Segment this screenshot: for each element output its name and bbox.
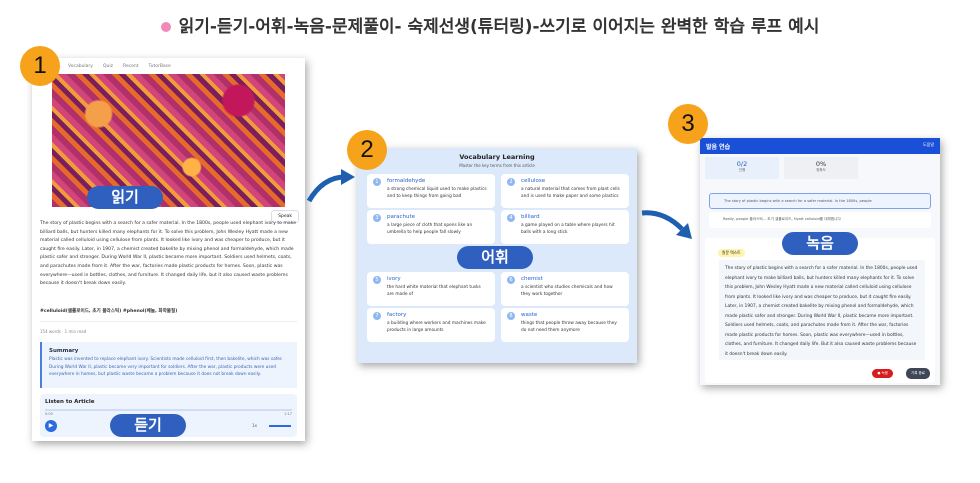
number-badge: 7 bbox=[373, 312, 381, 320]
arrow-icon bbox=[306, 169, 355, 203]
article-meta: 154 words · 1 min read bbox=[40, 329, 87, 334]
sentence-item[interactable]: The story of plastic begins with a searc… bbox=[709, 193, 931, 209]
stat-accuracy: 0% 정확도 bbox=[784, 157, 858, 179]
vocab-card[interactable]: 8 waste things that people throw away beca… bbox=[501, 308, 629, 342]
page-title: 읽기-듣기-어휘-녹음-문제풀이- 숙제선생(튜터링)-쓰기로 이어지는 완벽한… bbox=[0, 12, 980, 37]
vocab-definition: a strong chemical liquid used to make pl… bbox=[387, 187, 487, 199]
vocab-definition: a natural material that comes from plant… bbox=[521, 187, 620, 199]
nav-vocabulary[interactable]: Vocabulary bbox=[68, 64, 93, 69]
vocab-card[interactable]: 1 formaldehyde a strong chemical liquid us… bbox=[367, 174, 495, 208]
nav-tutorbase[interactable]: TutorBase bbox=[148, 64, 171, 69]
vocab-word: factory bbox=[387, 312, 407, 318]
pronunciation-header: 발음 연습 도움말 bbox=[700, 138, 940, 154]
article-text: The story of plastic begins with a searc… bbox=[40, 221, 297, 287]
vocab-card[interactable]: 2 cellulose a natural material that comes … bbox=[501, 174, 629, 208]
arrow-icon bbox=[641, 210, 692, 239]
vocab-definition: a game played on a table where players h… bbox=[521, 223, 615, 235]
nav-quiz[interactable]: Quiz bbox=[102, 64, 113, 69]
passage-text: The story of plastic begins with a searc… bbox=[719, 260, 925, 360]
time-start: 0:00 bbox=[45, 412, 53, 416]
summary-text: Plastic was invented to replace elephant… bbox=[49, 357, 283, 377]
top-nav: Vocabulary Quiz Recent TutorBase bbox=[68, 63, 171, 70]
sentence-item[interactable]: Really, people 플라스틱... 초기 셀룰로이드, Hyatt c… bbox=[709, 212, 931, 228]
vocab-subtitle: Master the key terms from this article bbox=[459, 163, 535, 168]
help-link[interactable]: 도움말 bbox=[922, 142, 934, 147]
vocab-definition: the hard white material that elephant tu… bbox=[387, 285, 481, 297]
pronunciation-panel: 발음 연습 도움말 0/2 진행 0% 정확도 The story of pla… bbox=[700, 138, 940, 385]
time-end: 1:17 bbox=[284, 412, 292, 416]
number-badge: 4 bbox=[507, 214, 515, 222]
record-button[interactable]: ● 녹음 bbox=[872, 369, 893, 378]
divider bbox=[40, 321, 297, 322]
vocab-card[interactable]: 5 ivory the hard white material that eleph… bbox=[367, 272, 495, 306]
vocab-definition: things that people throw away because th… bbox=[521, 321, 617, 333]
vocabulary-label: 어휘 bbox=[457, 246, 533, 269]
recording-label: 녹음 bbox=[782, 232, 858, 255]
vocab-word: chemist bbox=[521, 276, 543, 282]
vocab-card[interactable]: 4 billiard a game played on a table where … bbox=[501, 210, 629, 244]
page-title-text: 읽기-듣기-어휘-녹음-문제풀이- 숙제선생(튜터링)-쓰기로 이어지는 완벽한… bbox=[178, 17, 820, 37]
vocab-definition: a building where workers and machines ma… bbox=[387, 321, 486, 333]
vocab-card[interactable]: 6 chemist a scientist who studies chemical… bbox=[501, 272, 629, 306]
source-tag: 원문 텍스트 bbox=[718, 249, 745, 257]
stop-record-button[interactable]: 기록 종료 bbox=[906, 368, 930, 379]
number-badge: 2 bbox=[507, 178, 515, 186]
header-title: 발음 연습 bbox=[706, 144, 731, 151]
vocab-word: waste bbox=[521, 312, 538, 318]
vocab-word: cellulose bbox=[521, 178, 546, 184]
vocab-word: formaldehyde bbox=[387, 178, 426, 184]
progress-bar[interactable] bbox=[45, 409, 292, 411]
bullet-dot-icon bbox=[160, 22, 171, 32]
vocab-card[interactable]: 3 parachute a large piece of cloth that op… bbox=[367, 210, 495, 244]
summary-box: Summary Plastic was invented to replace … bbox=[40, 342, 297, 388]
vocab-card[interactable]: 7 factory a building where workers and mac… bbox=[367, 308, 495, 342]
step-badge-1: 1 bbox=[20, 46, 60, 86]
number-badge: 8 bbox=[507, 312, 515, 320]
number-badge: 3 bbox=[373, 214, 381, 222]
article-tags: #celluloid(셀룰로이드, 초기 플라스틱) #phenol(페놀, 화… bbox=[40, 309, 178, 314]
stat-value: 0/2 bbox=[736, 160, 748, 168]
reading-panel: Vocabulary Quiz Recent TutorBase Speak T… bbox=[32, 58, 305, 441]
speak-button[interactable]: Speak bbox=[271, 210, 299, 223]
summary-title: Summary bbox=[49, 348, 79, 354]
article-image bbox=[52, 74, 285, 207]
vocab-word: ivory bbox=[387, 276, 401, 282]
speed-button[interactable]: 1x bbox=[252, 423, 257, 428]
vocab-word: billiard bbox=[521, 214, 540, 220]
number-badge: 5 bbox=[373, 276, 381, 284]
number-badge: 1 bbox=[373, 178, 381, 186]
stat-progress: 0/2 진행 bbox=[705, 157, 779, 179]
listening-label: 듣기 bbox=[110, 414, 186, 437]
stat-label: 정확도 bbox=[816, 168, 826, 172]
listen-title: Listen to Article bbox=[45, 399, 95, 405]
step-badge-2: 2 bbox=[347, 130, 387, 170]
number-badge: 6 bbox=[507, 276, 515, 284]
nav-recent[interactable]: Recent bbox=[122, 64, 139, 69]
stat-label: 진행 bbox=[738, 168, 746, 172]
vocab-definition: a large piece of cloth that opens like a… bbox=[387, 223, 473, 235]
step-badge-3: 3 bbox=[668, 104, 708, 144]
vocab-definition: a scientist who studies chemicals and ho… bbox=[521, 285, 613, 297]
vocab-word: parachute bbox=[387, 214, 416, 220]
reading-label: 읽기 bbox=[87, 186, 163, 209]
stat-value: 0% bbox=[815, 160, 827, 168]
passage-card: 원문 텍스트 The story of plastic begins with … bbox=[705, 238, 935, 383]
vocab-title: Vocabulary Learning bbox=[459, 153, 535, 161]
volume-slider[interactable] bbox=[269, 425, 291, 427]
play-icon[interactable]: ▶ bbox=[45, 420, 57, 432]
